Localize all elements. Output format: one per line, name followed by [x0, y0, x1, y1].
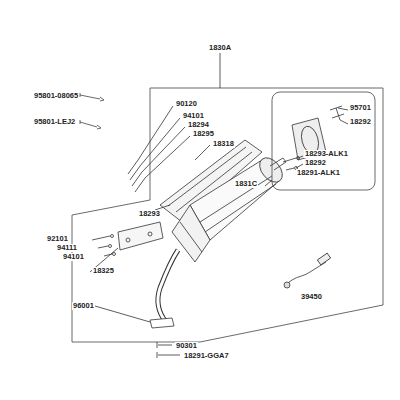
callout-number: 94101 [62, 253, 85, 261]
callout-number: 94111 [56, 244, 78, 252]
callout-number: 95801-LEJ2 [33, 118, 76, 126]
callout-number: 1830A [208, 44, 232, 52]
callout-number: 90301 [175, 342, 198, 350]
callout-number: 96001 [72, 302, 95, 310]
callout-number: 18293-ALK1 [304, 150, 349, 158]
callout-number: 18325 [92, 267, 115, 275]
callout-number: 94101 [182, 112, 205, 120]
callout-number: 39450 [300, 293, 323, 301]
callout-number: 18318 [212, 140, 235, 148]
callout-number: 1831C [234, 180, 258, 188]
callout-number: 18295 [192, 130, 215, 138]
callout-number: 90120 [175, 100, 198, 108]
callout-number: 18292 [349, 118, 372, 126]
callout-number: 18293 [138, 210, 161, 218]
callout-number: 18294 [187, 121, 210, 129]
callout-number: 92101 [46, 235, 69, 243]
callout-number: 18292 [304, 159, 327, 167]
callout-number: 18291-GGA7 [183, 352, 230, 360]
callout-number: 95801-08065 [33, 92, 79, 100]
callout-number: 95701 [349, 104, 372, 112]
callout-number: 18291-ALK1 [296, 169, 341, 177]
